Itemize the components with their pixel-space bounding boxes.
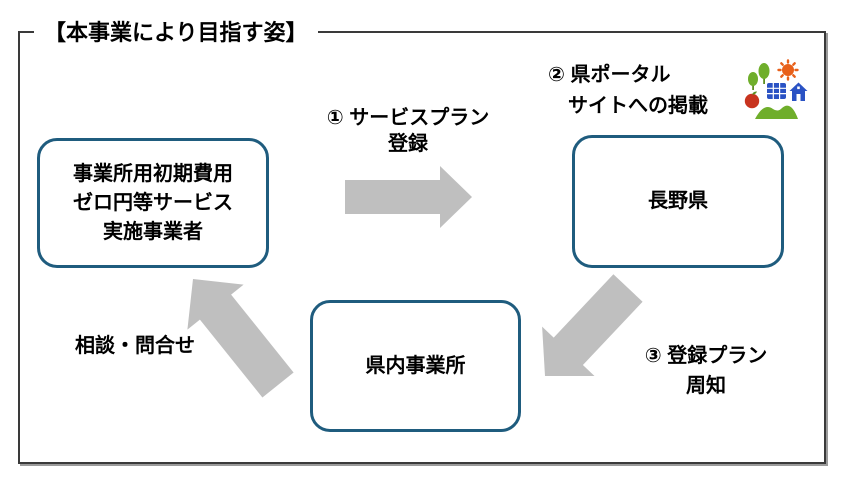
node-nagano-prefecture: 長野県 — [572, 135, 784, 268]
sun-icon — [777, 59, 799, 81]
label-consultation-inquiry: 相談・問合せ — [75, 335, 195, 357]
solar-panel-icon — [767, 83, 786, 99]
label-step2-portal-site-posting: ② 県ポータル サイトへの掲載 — [548, 64, 708, 117]
diagram-title: 【本事業により目指す姿】 — [34, 18, 318, 48]
tree-icon — [748, 63, 770, 90]
apple-icon — [744, 91, 760, 109]
node-service-provider: 事業所用初期費用 ゼロ円等サービス 実施事業者 — [37, 138, 269, 268]
label-step1-service-plan-registration: ① サービスプラン 登録 — [326, 107, 490, 155]
node-nagano-prefecture-label: 長野県 — [648, 190, 708, 212]
node-service-provider-label: 事業所用初期費用 ゼロ円等サービス 実施事業者 — [73, 162, 233, 243]
house-icon — [789, 82, 808, 101]
label-step3-plan-announcement: ③ 登録プラン 周知 — [644, 345, 768, 397]
node-local-offices-label: 県内事業所 — [365, 354, 466, 377]
hills-icon — [755, 105, 798, 119]
node-local-offices: 県内事業所 — [310, 300, 521, 432]
green-energy-landscape-icon — [744, 59, 808, 119]
diagram-frame — [18, 31, 826, 464]
